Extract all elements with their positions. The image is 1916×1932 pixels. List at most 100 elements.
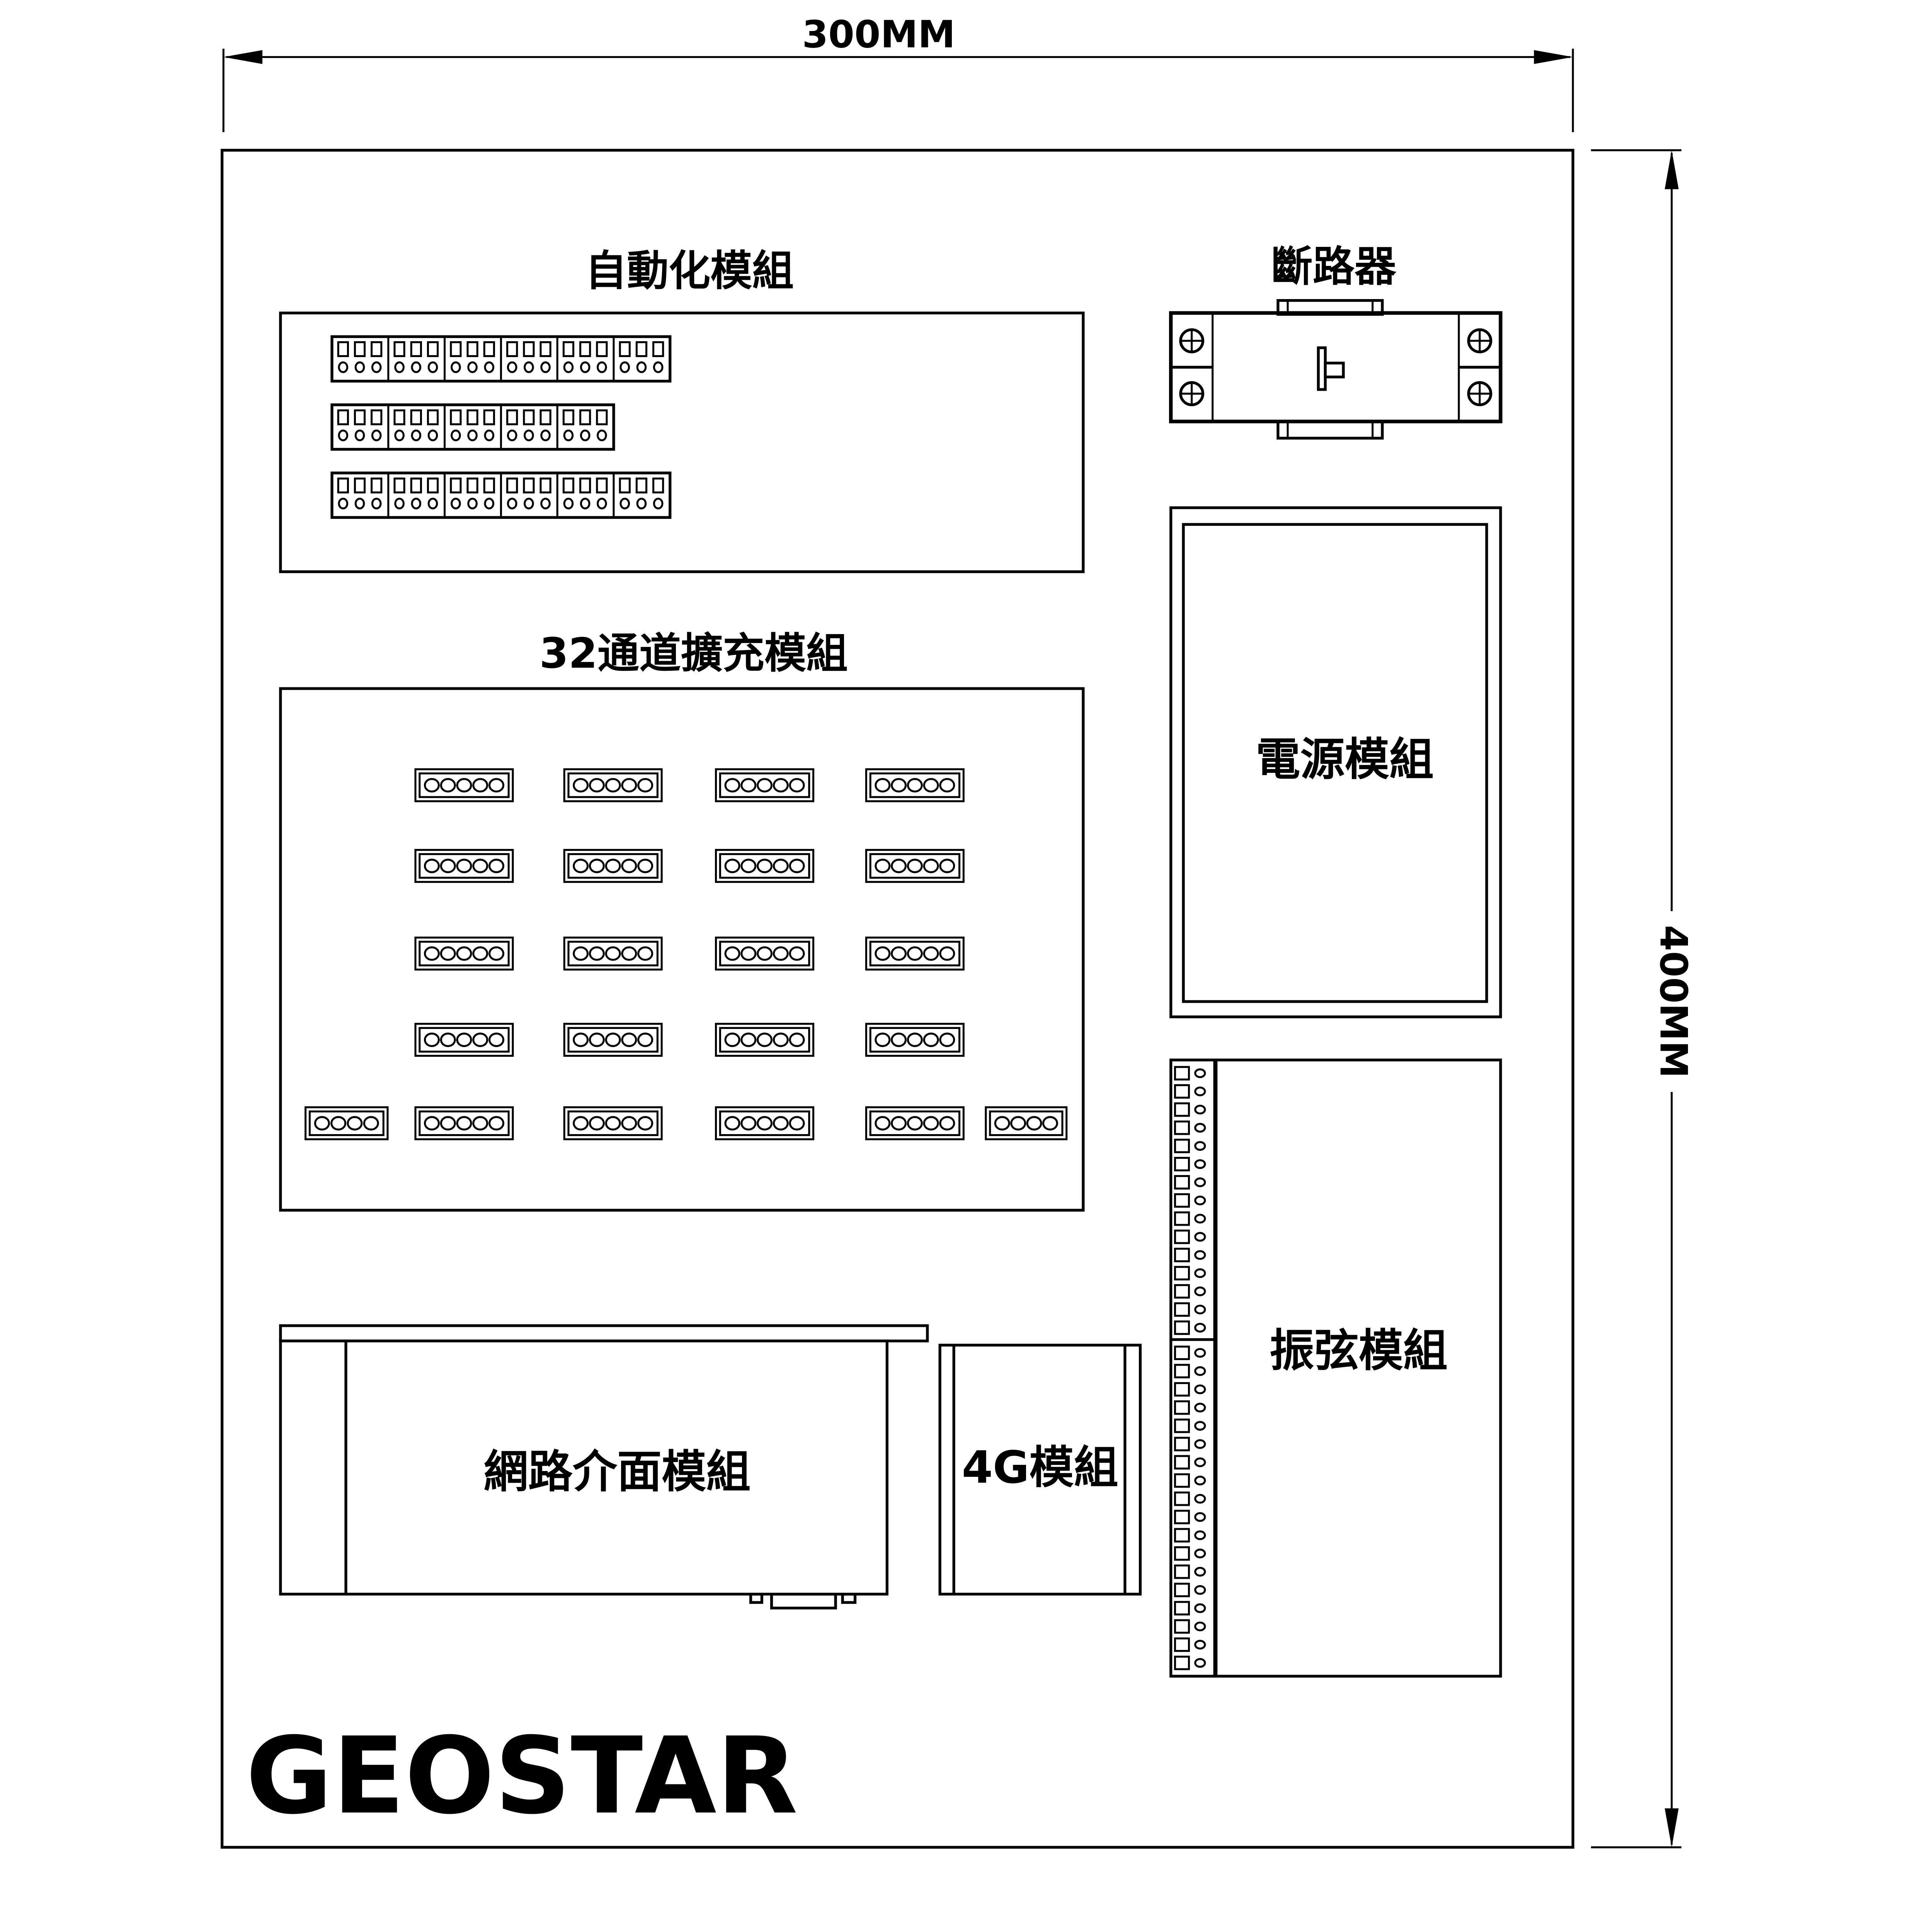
vibrating-wire-terminals bbox=[1174, 1066, 1206, 1670]
connector-outline bbox=[414, 1023, 514, 1057]
connector-pin-icon bbox=[314, 1116, 330, 1131]
screw-icon bbox=[1179, 381, 1205, 406]
port-icon bbox=[841, 1593, 857, 1604]
terminal-slot-icon bbox=[1174, 1320, 1190, 1335]
terminal-screw-icon bbox=[1194, 1123, 1206, 1133]
connector-inner bbox=[419, 940, 510, 966]
terminal-slot-icon bbox=[506, 477, 518, 493]
terminal-screw-icon bbox=[1194, 1530, 1206, 1540]
connector-pin-icon bbox=[740, 859, 757, 873]
connector-pin-icon bbox=[923, 778, 939, 793]
expansion-module-title: 32通道擴充模組 bbox=[539, 629, 848, 678]
circuit-breaker: 斷路器 bbox=[1169, 243, 1503, 440]
connector-pin-icon bbox=[424, 1032, 440, 1047]
connector-pin-icon bbox=[789, 946, 805, 961]
connector-pin-icon bbox=[1010, 1116, 1026, 1131]
terminal-screw-icon bbox=[371, 429, 382, 441]
terminal-screw-icon bbox=[394, 498, 405, 510]
terminal-slot-icon bbox=[1174, 1230, 1190, 1244]
terminal-slot-icon bbox=[1174, 1266, 1190, 1281]
serial-port-icon bbox=[770, 1593, 837, 1610]
terminal-slot-icon bbox=[1174, 1418, 1190, 1433]
connector-outline bbox=[414, 936, 514, 971]
connector-pin-icon bbox=[637, 1116, 653, 1131]
connector-outline bbox=[305, 1106, 389, 1140]
connector-pin-icon bbox=[789, 1116, 805, 1131]
terminal-slot-icon bbox=[337, 409, 349, 425]
connector-pin-icon bbox=[875, 946, 891, 961]
connector-pin-icon bbox=[589, 778, 605, 793]
terminal-screw-icon bbox=[484, 361, 495, 373]
height-dimension: 400MM bbox=[1591, 149, 1695, 1849]
terminal-screw-icon bbox=[636, 498, 647, 510]
connector-pin-icon bbox=[740, 946, 757, 961]
connector-pin-icon bbox=[605, 946, 621, 961]
connector-pin-icon bbox=[907, 1116, 923, 1131]
terminal-slot-icon bbox=[337, 477, 349, 493]
connector-pin-icon bbox=[621, 1116, 637, 1131]
terminal-slot-icon bbox=[1174, 1492, 1190, 1506]
cellular-4g-module: 4G模組 bbox=[938, 1344, 1142, 1596]
connector-inner bbox=[719, 1027, 810, 1053]
connector-pin-icon bbox=[472, 1032, 488, 1047]
connector-pin-icon bbox=[907, 946, 923, 961]
terminal-screw-icon bbox=[371, 361, 382, 373]
terminal-screw-icon bbox=[1194, 1658, 1206, 1668]
connector-pin-icon bbox=[773, 1032, 789, 1047]
terminal-screw-icon bbox=[597, 361, 607, 373]
connector-pin-icon bbox=[740, 1116, 757, 1131]
connector-pin-icon bbox=[757, 778, 773, 793]
terminal-slot-icon bbox=[1174, 1382, 1190, 1397]
connector-pin-icon bbox=[939, 859, 955, 873]
terminal-screw-icon bbox=[1194, 1403, 1206, 1413]
connector-outline bbox=[715, 1023, 815, 1057]
connector-inner bbox=[419, 772, 510, 798]
vibrating-wire-module-title: 振弦模組 bbox=[1269, 1325, 1448, 1377]
connector-pin-icon bbox=[456, 1116, 472, 1131]
connector-inner bbox=[567, 940, 659, 966]
terminal-slot-icon bbox=[466, 341, 478, 357]
connector-pin-icon bbox=[875, 1032, 891, 1047]
terminal-screw-icon bbox=[1194, 1304, 1206, 1315]
terminal-screw-icon bbox=[1194, 1639, 1206, 1650]
connector-outline bbox=[563, 1023, 663, 1057]
terminal-screw-icon bbox=[427, 429, 438, 441]
channel-connector bbox=[563, 936, 663, 971]
screw-icon bbox=[1467, 328, 1492, 354]
connector-outline bbox=[715, 768, 815, 803]
channel-connector bbox=[414, 849, 514, 883]
terminal-slot-icon bbox=[393, 477, 405, 493]
terminal-slot-icon bbox=[596, 477, 608, 493]
terminal-slot-icon bbox=[410, 341, 422, 357]
connector-inner bbox=[567, 853, 659, 879]
screw-icon bbox=[1467, 381, 1492, 406]
connector-pin-icon bbox=[773, 859, 789, 873]
terminal-screw-icon bbox=[597, 498, 607, 510]
connector-outline bbox=[414, 1106, 514, 1140]
connector-pin-icon bbox=[605, 1032, 621, 1047]
connector-pin-icon bbox=[456, 859, 472, 873]
terminal-screw-icon bbox=[338, 498, 349, 510]
connector-outline bbox=[865, 1106, 965, 1140]
terminal-screw-icon bbox=[1194, 1177, 1206, 1187]
connector-outline bbox=[985, 1106, 1068, 1140]
terminal-screw-icon bbox=[451, 429, 461, 441]
channel-connector bbox=[414, 936, 514, 971]
terminal-slot-icon bbox=[354, 409, 366, 425]
channel-connector bbox=[563, 849, 663, 883]
terminal-slot-icon bbox=[410, 477, 422, 493]
width-dimension: 300MM bbox=[222, 12, 1574, 132]
connector-pin-icon bbox=[589, 1116, 605, 1131]
connector-pin-icon bbox=[472, 778, 488, 793]
connector-outline bbox=[715, 849, 815, 883]
connector-outline bbox=[865, 768, 965, 803]
channel-connector bbox=[563, 1023, 663, 1057]
terminal-screw-icon bbox=[338, 429, 349, 441]
terminal-screw-icon bbox=[371, 498, 382, 510]
cabinet-layout-diagram: 300MM 400MM 自動化模組 斷路器 bbox=[221, 12, 1695, 1849]
port-icon bbox=[749, 1593, 763, 1604]
connector-pin-icon bbox=[456, 946, 472, 961]
terminal-slot-icon bbox=[579, 341, 591, 357]
connector-inner bbox=[719, 853, 810, 879]
terminal-screw-icon bbox=[1194, 1159, 1206, 1169]
